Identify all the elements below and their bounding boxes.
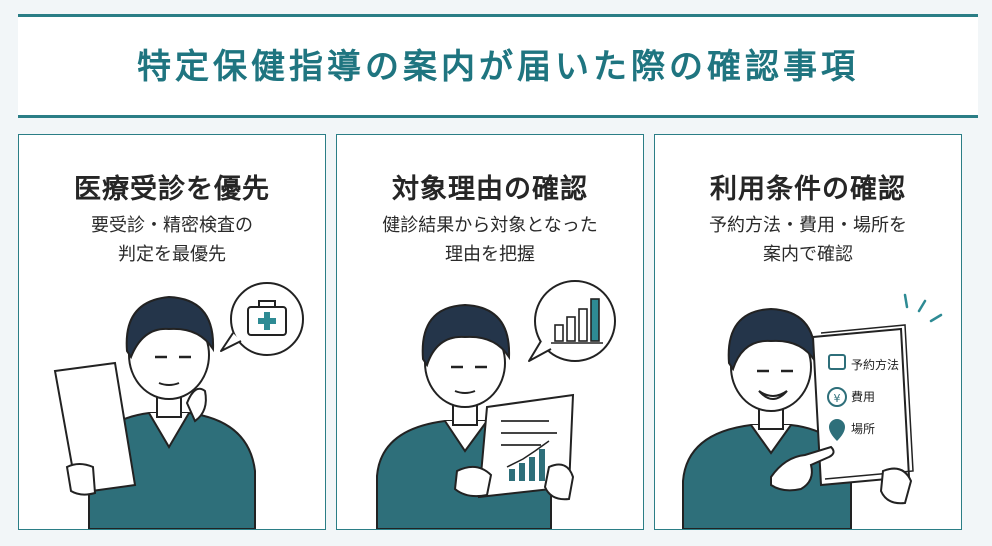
checklist-item: 予約方法: [851, 357, 899, 372]
panel-description: 予約方法・費用・場所を 案内で確認: [663, 211, 953, 269]
man-pointing-document-illustration: ¥ 予約方法 費用 場所: [682, 293, 943, 529]
svg-text:¥: ¥: [834, 392, 841, 405]
panel-description-line: 要受診・精密検査の: [91, 215, 253, 236]
panel-description: 健診結果から対象となった 理由を把握: [345, 211, 635, 269]
panel-heading: 対象理由の確認: [392, 174, 588, 205]
panel-description: 要受診・精密検査の 判定を最優先: [27, 211, 317, 269]
panel-description-line: 判定を最優先: [118, 244, 226, 265]
man-reading-paper-illustration: [53, 282, 304, 529]
man-holding-report-illustration: [376, 280, 616, 529]
panel-description-line: 予約方法・費用・場所を: [709, 215, 907, 236]
panel-description-line: 案内で確認: [763, 244, 853, 265]
checklist-item: 場所: [851, 422, 875, 436]
panel-medical-priority: 医療受診を優先 要受診・精密検査の 判定を最優先: [18, 134, 326, 530]
medical-box-icon: [220, 282, 304, 356]
panel-heading: 医療受診を優先: [74, 174, 270, 205]
title-band: 特定保健指導の案内が届いた際の確認事項: [18, 14, 978, 118]
panel-target-reason: 対象理由の確認 健診結果から対象となった 理由を把握: [336, 134, 644, 530]
bar-chart-icon: [528, 280, 616, 362]
checklist-item: 費用: [851, 389, 875, 404]
panel-usage-conditions: 利用条件の確認 予約方法・費用・場所を 案内で確認 ¥ 予約方法 費用 場所: [654, 134, 962, 530]
panel-description-line: 健診結果から対象となった: [382, 215, 598, 236]
panel-heading: 利用条件の確認: [710, 174, 906, 205]
page-title: 特定保健指導の案内が届いた際の確認事項: [137, 47, 859, 87]
checklist-document-icon: ¥ 予約方法 費用 場所: [811, 324, 914, 487]
panel-description-line: 理由を把握: [445, 244, 535, 265]
